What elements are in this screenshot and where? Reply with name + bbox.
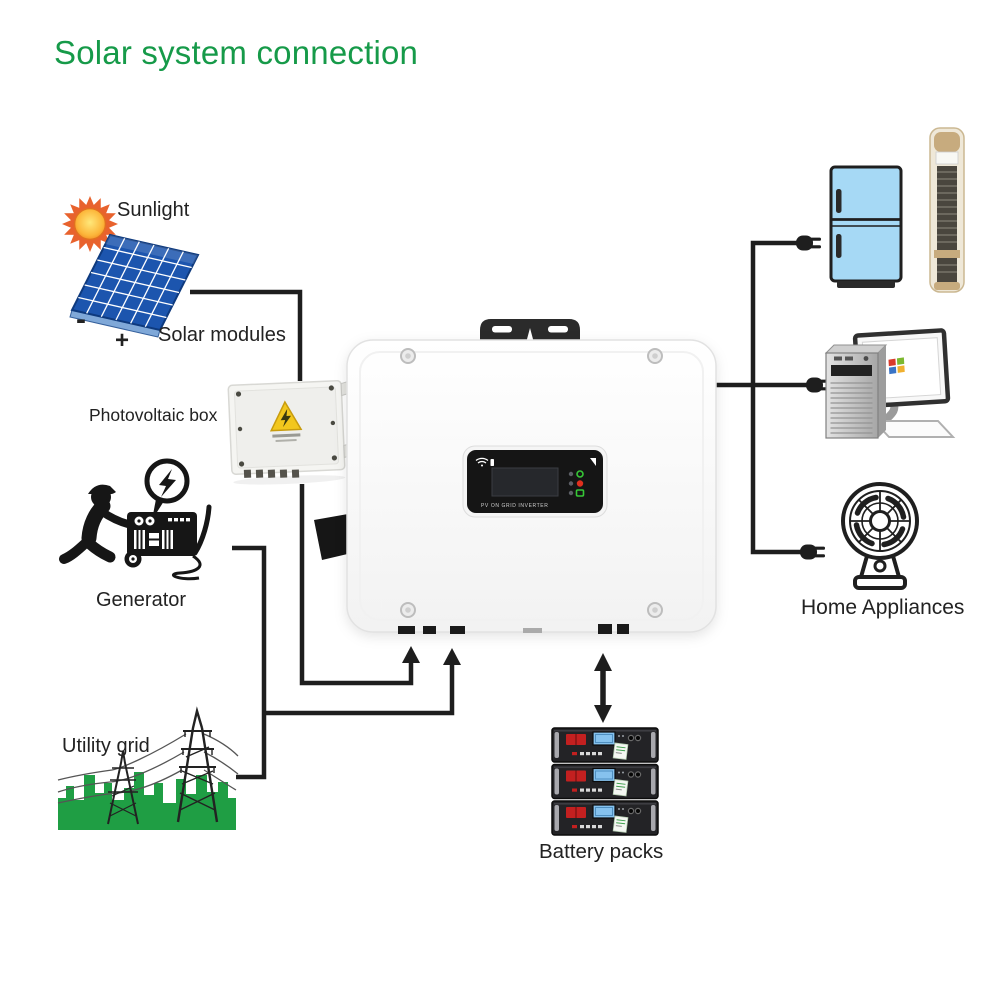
wire-generator-to-grid: [232, 545, 267, 780]
battery-pack-icon: [551, 727, 659, 836]
battery-unit-2: [551, 763, 659, 800]
solar-panel-icon: [70, 235, 198, 337]
page-title: Solar system connection: [54, 34, 419, 71]
city-skyline: [58, 772, 236, 830]
lightning-bolt-icon: [159, 469, 176, 497]
tower-case: [824, 344, 888, 439]
connection-wires: [190, 240, 807, 780]
air-conditioner-icon: [929, 127, 965, 293]
battery-unit-3: [551, 800, 659, 836]
wifi-icon: [475, 457, 489, 467]
wire-pvbox-to-inverter: [299, 484, 414, 686]
inverter-display: PV ON GRID INVERTER: [462, 445, 608, 518]
power-lines: [57, 733, 239, 804]
wire-appliance-bus: [750, 240, 801, 555]
box-screws: [235, 385, 337, 467]
solar-modules-label: Solar modules: [158, 324, 286, 346]
power-plug-icon-fan: [800, 544, 825, 560]
battery-bidirectional-arrow: [594, 653, 612, 723]
dc-switch: [314, 514, 356, 560]
wire-ac-to-inverter: [264, 663, 455, 716]
utility-grid-label: Utility grid: [62, 735, 150, 757]
fan-icon: [841, 482, 919, 590]
power-plug-icon-fridge: [796, 235, 821, 251]
inverter-icon: PV ON GRID INVERTER: [314, 319, 717, 634]
transmission-tower-small: [107, 750, 139, 825]
signal-icon: [490, 459, 494, 466]
wire-solar-to-pvbox: [190, 289, 303, 381]
transmission-tower-large: [176, 706, 219, 823]
negative-terminal-label: -: [76, 303, 86, 336]
windows-logo-icon: [888, 357, 905, 375]
lcd-screen: [491, 467, 559, 497]
power-grid-icon: [57, 706, 239, 830]
inverter-model-text: PV ON GRID INVERTER: [481, 503, 548, 509]
battery-packs-label: Battery packs: [539, 840, 664, 863]
positive-terminal-label: +: [115, 327, 130, 354]
arrowhead-ac-input: [443, 648, 461, 665]
generator-label: Generator: [96, 589, 187, 611]
corner-icon: [590, 458, 596, 466]
box-bottom-terminals: [243, 469, 300, 478]
battery-unit-1: [551, 727, 659, 763]
status-leds: [568, 470, 585, 497]
high-voltage-warning-icon: [269, 400, 303, 442]
mounting-bracket: [480, 319, 580, 341]
refrigerator-icon: [829, 165, 903, 288]
photovoltaic-box-label: Photovoltaic box: [89, 405, 218, 425]
sunlight-label: Sunlight: [117, 199, 190, 221]
home-appliances-label: Home Appliances: [801, 596, 965, 619]
generator-icon: [59, 458, 212, 581]
sun-icon: [62, 196, 118, 252]
desktop-computer-icon: [824, 328, 956, 439]
arrowhead-pv-input: [402, 646, 420, 663]
inverter-bottom-terminals: [398, 624, 629, 634]
junction-box-icon: [227, 379, 353, 485]
